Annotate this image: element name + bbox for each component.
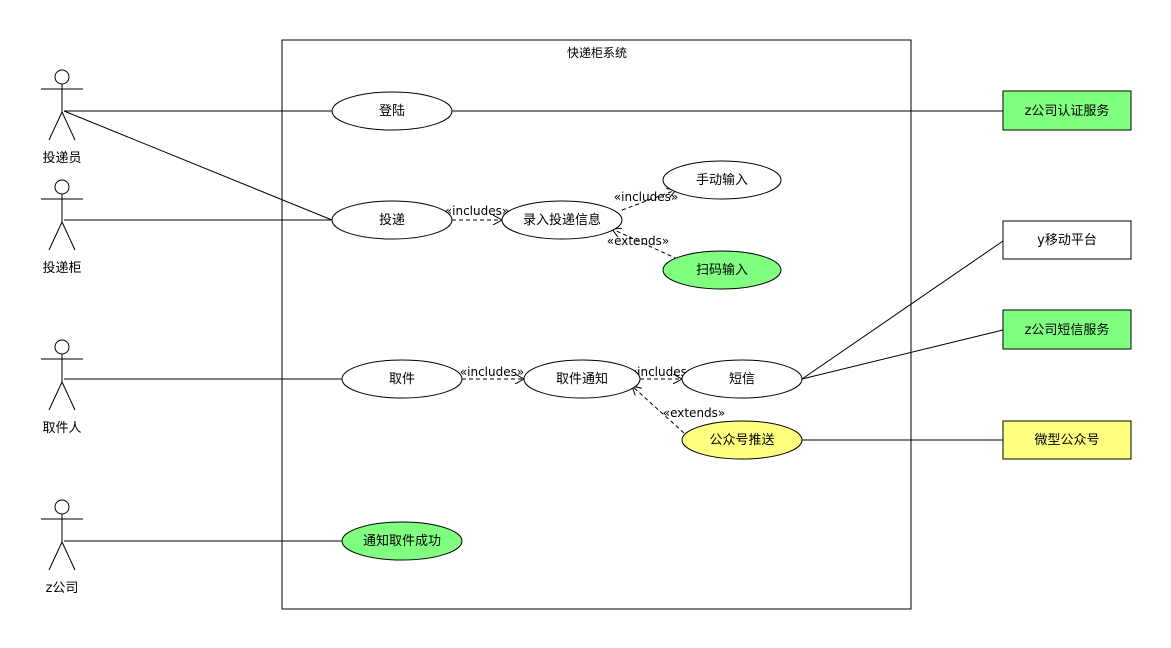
usecase-login-label: 登陆 [379, 103, 405, 119]
usecase-deliver-label: 投递 [379, 212, 405, 228]
actor-zcompany[interactable]: z公司 [41, 499, 83, 596]
usecase-wechat-push-label: 公众号推送 [709, 433, 774, 448]
stick-figure-icon [41, 179, 83, 251]
usecase-sms-label: 短信 [729, 372, 755, 387]
actor-recipient-label: 取件人 [42, 421, 81, 436]
usecase-sms[interactable]: 短信 [681, 359, 803, 399]
label-includes-4: «includes» [630, 365, 694, 379]
system-title: 快递柜系统 [567, 46, 627, 60]
usecase-login[interactable]: 登陆 [331, 91, 453, 131]
external-wechat[interactable]: 微型公众号 [1002, 420, 1132, 460]
usecase-notify-success-label: 通知取件成功 [363, 533, 441, 549]
usecase-pickup[interactable]: 取件 [341, 359, 463, 399]
usecase-manual-input-label: 手动输入 [696, 172, 748, 188]
label-includes-3: «includes» [460, 365, 524, 379]
external-auth-service-label: z公司认证服务 [1025, 103, 1110, 119]
usecase-enter-info-label: 录入投递信息 [523, 212, 601, 228]
extends-scan-enter [612, 229, 685, 263]
external-wechat-label: 微型公众号 [1034, 433, 1099, 448]
stick-figure-icon [41, 339, 83, 411]
external-sms-service[interactable]: z公司短信服务 [1002, 309, 1132, 350]
actor-locker-label: 投递柜 [42, 260, 81, 276]
extends-wechatpush-notify [632, 386, 685, 434]
usecase-scan-input[interactable]: 扫码输入 [662, 250, 782, 290]
external-auth-service[interactable]: z公司认证服务 [1002, 90, 1132, 131]
label-extends-2: «extends» [663, 406, 726, 420]
actor-recipient[interactable]: 取件人 [41, 339, 83, 436]
stick-figure-icon [41, 499, 83, 571]
assoc-courier-deliver [63, 110, 333, 221]
label-includes-1: «includes» [445, 204, 509, 218]
usecase-notify-success[interactable]: 通知取件成功 [341, 521, 463, 561]
includes-enter-manual [621, 190, 676, 211]
usecase-scan-input-label: 扫码输入 [696, 262, 748, 278]
usecase-enter-info[interactable]: 录入投递信息 [501, 200, 623, 240]
usecase-pickup-label: 取件 [389, 372, 415, 387]
actor-zcompany-label: z公司 [46, 581, 79, 596]
external-sms-service-label: z公司短信服务 [1025, 322, 1110, 338]
external-ymobile-label: y移动平台 [1037, 233, 1097, 248]
usecase-pickup-notify[interactable]: 取件通知 [523, 359, 641, 399]
usecase-wechat-push[interactable]: 公众号推送 [681, 420, 803, 460]
usecase-pickup-notify-label: 取件通知 [556, 371, 608, 387]
usecase-manual-input[interactable]: 手动输入 [662, 160, 782, 200]
assoc-sms-ymobile [801, 240, 1004, 380]
external-ymobile[interactable]: y移动平台 [1002, 220, 1132, 260]
stick-figure-icon [41, 69, 83, 141]
actor-courier[interactable]: 投递员 [41, 69, 83, 166]
assoc-sms-smsservice [801, 329, 1004, 380]
actor-courier-label: 投递员 [42, 150, 81, 166]
usecase-deliver[interactable]: 投递 [331, 200, 453, 240]
system-boundary [281, 39, 912, 610]
label-extends-1: «extends» [607, 234, 670, 248]
actor-locker[interactable]: 投递柜 [41, 179, 83, 276]
label-includes-2: «includes» [614, 190, 678, 204]
